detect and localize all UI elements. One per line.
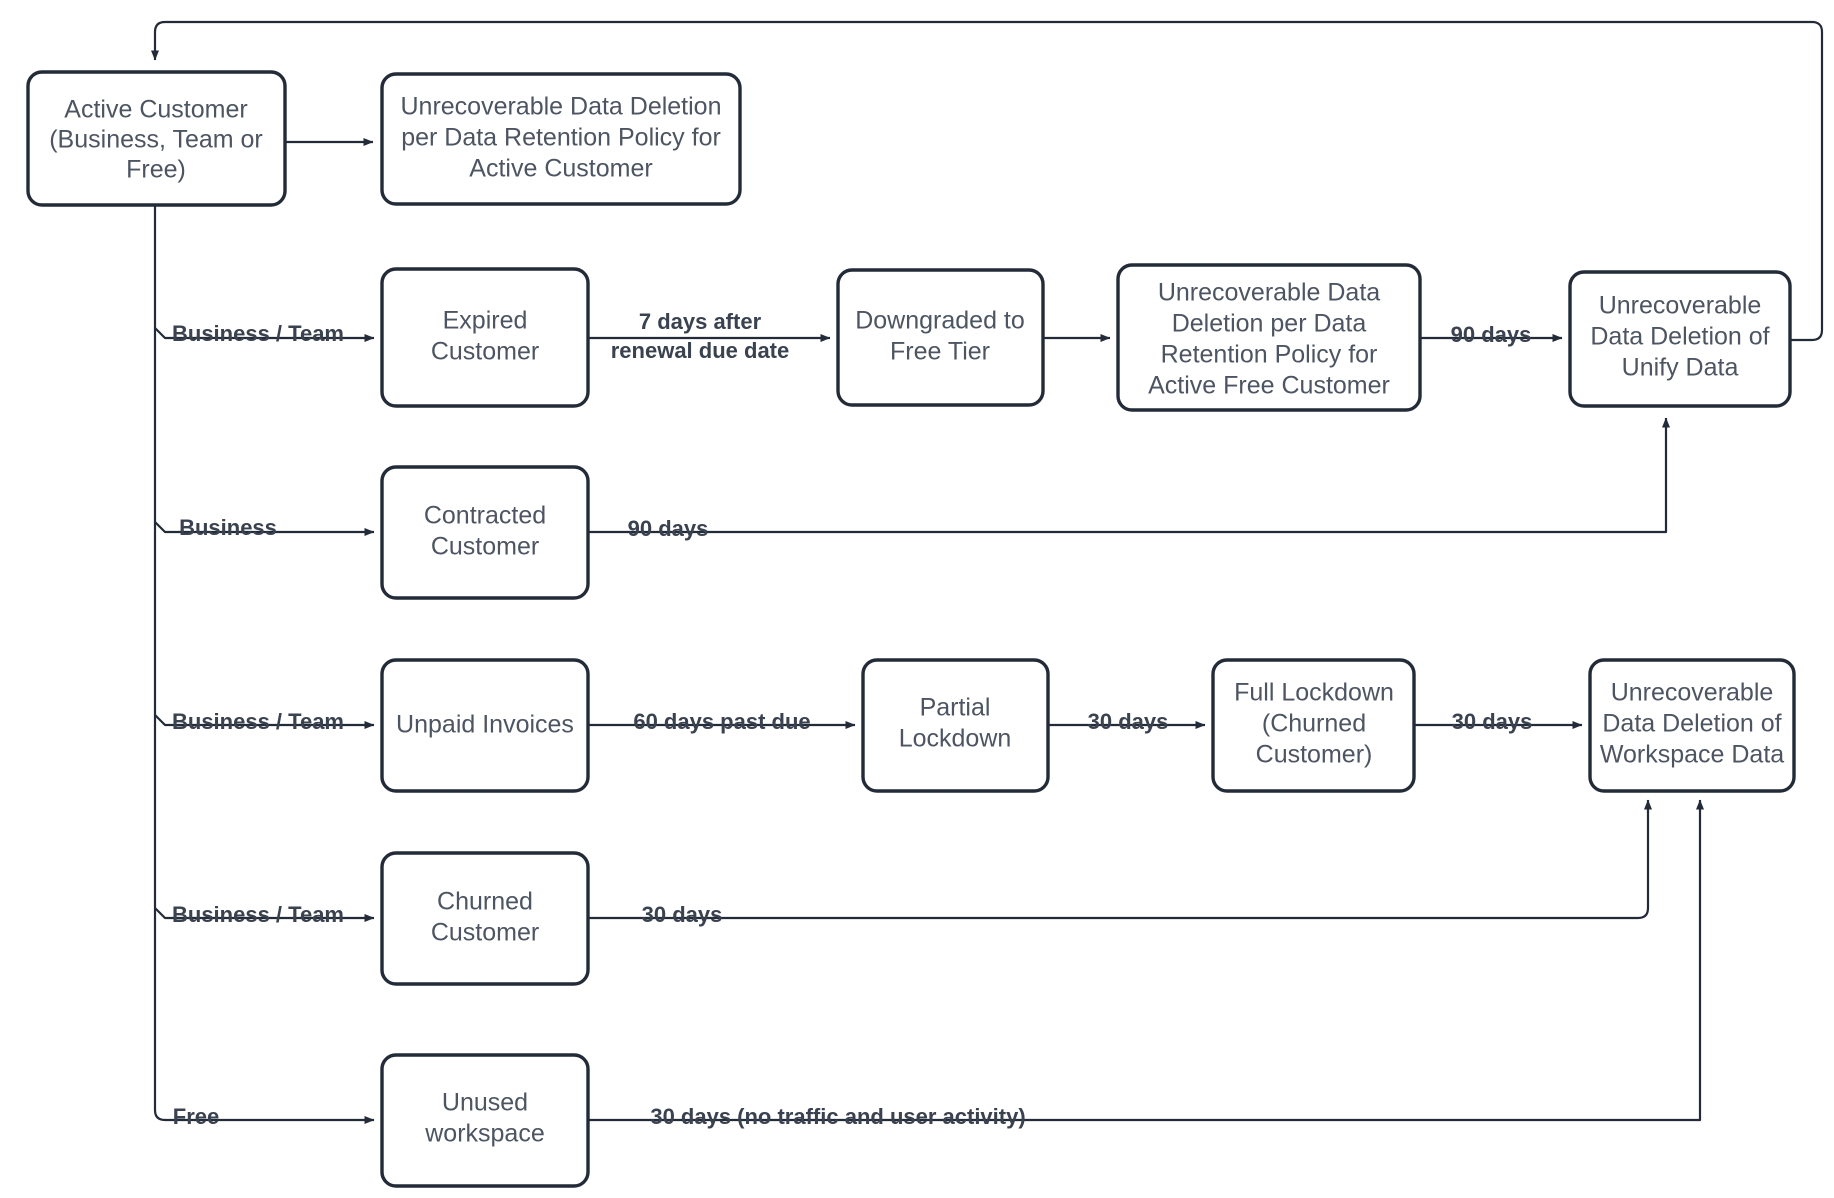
node-contracted-customer[interactable]: Contracted Customer xyxy=(380,465,590,600)
node-deletion-free-line3: Retention Policy for xyxy=(1161,341,1378,369)
node-expired-customer-line2: Customer xyxy=(431,338,539,366)
node-contracted-line2: Customer xyxy=(431,533,539,561)
edge-label-7-days-line2: renewal due date xyxy=(611,338,790,363)
node-deletion-active-customer-box[interactable] xyxy=(380,72,742,206)
node-expired-customer-line1: Expired xyxy=(443,307,528,335)
edge-contracted-to-unify: 90 days xyxy=(588,417,1670,541)
node-deletion-workspace-data[interactable]: Unrecoverable Data Deletion of Workspace… xyxy=(1588,658,1796,793)
node-downgraded-line2: Free Tier xyxy=(890,338,990,366)
node-deletion-unify-line2: Data Deletion of xyxy=(1590,323,1769,351)
node-deletion-free-line4: Active Free Customer xyxy=(1148,372,1390,400)
node-unpaid-invoices-box[interactable] xyxy=(380,658,590,793)
edge-label-7-days-line1: 7 days after xyxy=(639,309,762,334)
node-deletion-free-line1: Unrecoverable Data xyxy=(1158,279,1380,307)
node-partial-lockdown-line2: Lockdown xyxy=(899,725,1012,753)
edge-full-to-deletion-workspace: 30 days xyxy=(1412,709,1583,734)
node-deletion-active-line1: Unrecoverable Data Deletion xyxy=(400,93,721,121)
node-contracted-line1: Contracted xyxy=(424,502,546,530)
node-partial-lockdown-box[interactable] xyxy=(861,658,1050,793)
node-full-lockdown-line2: (Churned xyxy=(1262,710,1366,738)
node-deletion-active-customer[interactable]: Unrecoverable Data Deletion per Data Ret… xyxy=(380,72,742,206)
node-expired-customer[interactable]: Expired Customer xyxy=(380,267,590,408)
node-deletion-unify-line1: Unrecoverable xyxy=(1599,292,1762,320)
node-unpaid-invoices-line1: Unpaid Invoices xyxy=(396,711,574,739)
node-deletion-active-line2: per Data Retention Policy for xyxy=(401,124,721,152)
edge-churned-to-deletion-workspace: 30 days xyxy=(588,799,1652,927)
edge-label-business-team-unpaid: Business / Team xyxy=(172,709,344,734)
node-active-customer-line1: Active Customer xyxy=(64,96,247,124)
node-unused-workspace-box[interactable] xyxy=(380,1053,590,1188)
node-deletion-free-customer[interactable]: Unrecoverable Data Deletion per Data Ret… xyxy=(1116,263,1422,412)
node-downgraded-free-tier[interactable]: Downgraded to Free Tier xyxy=(836,268,1045,407)
node-unpaid-invoices[interactable]: Unpaid Invoices xyxy=(380,658,590,793)
node-active-customer-box[interactable] xyxy=(26,70,287,207)
edge-active-to-unpaid: Business / Team xyxy=(154,709,375,734)
node-churned-customer-line2: Customer xyxy=(431,919,539,947)
node-deletion-unify-data[interactable]: Unrecoverable Data Deletion of Unify Dat… xyxy=(1568,270,1792,408)
node-deletion-unify-line3: Unify Data xyxy=(1622,354,1739,382)
edge-label-90-days-contracted: 90 days xyxy=(628,516,709,541)
node-active-customer[interactable]: Active Customer (Business, Team or Free) xyxy=(26,70,287,207)
edge-active-to-contracted: Business xyxy=(154,515,375,540)
edge-partial-to-full: 30 days xyxy=(1048,709,1206,734)
node-churned-customer[interactable]: Churned Customer xyxy=(380,851,590,986)
edge-expired-to-downgraded: 7 days after renewal due date xyxy=(588,309,831,363)
node-full-lockdown-line3: Customer) xyxy=(1256,741,1373,769)
edge-label-30-days-churned: 30 days xyxy=(642,902,723,927)
node-downgraded-free-tier-box[interactable] xyxy=(836,268,1045,407)
node-deletion-workspace-line1: Unrecoverable xyxy=(1611,679,1774,707)
edge-active-trunk xyxy=(153,205,175,1122)
node-unused-workspace-line1: Unused xyxy=(442,1089,528,1117)
edge-label-business-team-expired: Business / Team xyxy=(172,321,344,346)
node-full-lockdown[interactable]: Full Lockdown (Churned Customer) xyxy=(1211,658,1416,793)
node-full-lockdown-line1: Full Lockdown xyxy=(1234,679,1394,707)
node-full-lockdown-box[interactable] xyxy=(1211,658,1416,793)
node-downgraded-line1: Downgraded to xyxy=(855,307,1025,335)
node-partial-lockdown[interactable]: Partial Lockdown xyxy=(861,658,1050,793)
edge-label-90-days-free: 90 days xyxy=(1451,322,1532,347)
edge-label-30-days-partial: 30 days xyxy=(1088,709,1169,734)
node-deletion-free-line2: Deletion per Data xyxy=(1172,310,1367,338)
edge-label-free-unused: Free xyxy=(173,1104,219,1129)
edge-unused-to-deletion-workspace: 30 days (no traffic and user activity) xyxy=(588,799,1704,1129)
node-unused-workspace-line2: workspace xyxy=(424,1120,545,1148)
edge-label-business-contracted: Business xyxy=(179,515,277,540)
edge-active-to-churned: Business / Team xyxy=(154,902,375,927)
node-active-customer-line2: (Business, Team or xyxy=(49,126,263,154)
edge-unify-to-active-loop xyxy=(151,20,1824,342)
edge-active-to-expired: Business / Team xyxy=(154,321,375,346)
edge-label-30-days-full: 30 days xyxy=(1452,709,1533,734)
node-partial-lockdown-line1: Partial xyxy=(920,694,991,722)
node-deletion-unify-data-box[interactable] xyxy=(1568,270,1792,408)
edge-label-30-days-unused: 30 days (no traffic and user activity) xyxy=(650,1104,1025,1129)
edge-label-business-team-churned: Business / Team xyxy=(172,902,344,927)
node-churned-customer-line1: Churned xyxy=(437,888,533,916)
edge-active-to-unused: Free xyxy=(173,1104,375,1129)
node-churned-customer-box[interactable] xyxy=(380,851,590,986)
node-deletion-workspace-data-box[interactable] xyxy=(1588,658,1796,793)
node-deletion-free-customer-box[interactable] xyxy=(1116,263,1422,412)
edge-label-60-days-past-due: 60 days past due xyxy=(633,709,810,734)
edge-unpaid-to-partial: 60 days past due xyxy=(588,709,856,734)
node-contracted-customer-box[interactable] xyxy=(380,465,590,600)
node-expired-customer-box[interactable] xyxy=(380,267,590,408)
edge-deletion-free-to-unify: 90 days xyxy=(1420,322,1563,347)
node-active-customer-line3: Free) xyxy=(126,156,186,184)
node-deletion-active-line3: Active Customer xyxy=(469,155,652,183)
node-deletion-workspace-line2: Data Deletion of xyxy=(1602,710,1781,738)
node-deletion-workspace-line3: Workspace Data xyxy=(1600,741,1784,769)
node-unused-workspace[interactable]: Unused workspace xyxy=(380,1053,590,1188)
